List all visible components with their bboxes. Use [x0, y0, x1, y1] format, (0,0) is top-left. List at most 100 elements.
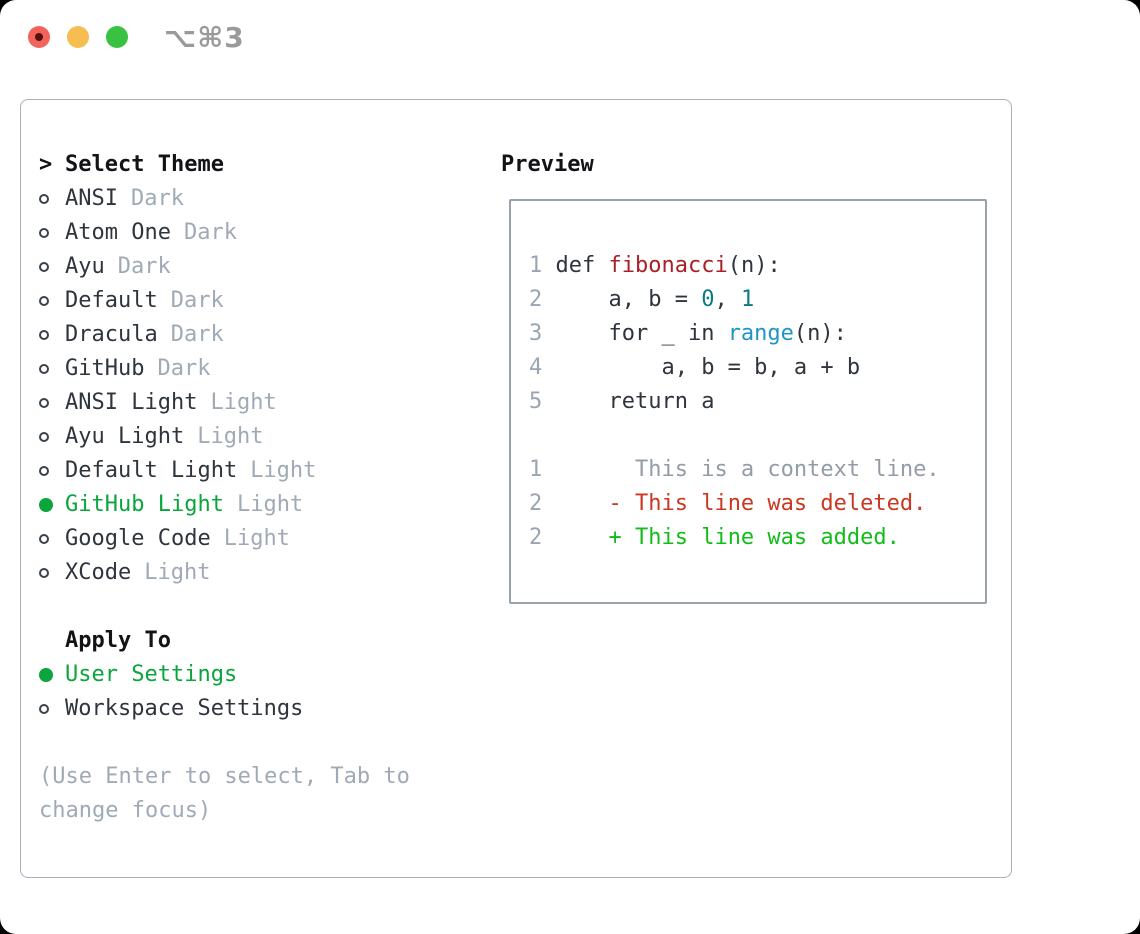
- theme-name: XCode: [65, 560, 132, 585]
- line-number: 3: [529, 321, 543, 346]
- select-theme-title: Select Theme: [65, 152, 224, 177]
- line-number: 4: [529, 355, 543, 380]
- theme-name: GitHub: [65, 356, 145, 381]
- theme-option[interactable]: Dracula Dark: [39, 318, 479, 352]
- theme-variant-label: Dark: [170, 288, 224, 313]
- theme-name: Default Light: [65, 458, 238, 483]
- theme-option[interactable]: XCode Light: [39, 556, 479, 590]
- radio-icon: [39, 556, 65, 590]
- minimize-button[interactable]: [67, 26, 89, 48]
- apply-to-label: Workspace Settings: [65, 696, 304, 721]
- apply-to-option[interactable]: User Settings: [39, 658, 479, 692]
- radio-icon: [39, 420, 65, 454]
- code-content: + This line was added.: [556, 525, 900, 550]
- theme-option[interactable]: Default Light Light: [39, 454, 479, 488]
- theme-name: ANSI: [65, 186, 118, 211]
- code-segment: (n):: [793, 321, 847, 346]
- theme-variant-label: Light: [210, 390, 277, 415]
- radio-icon: [39, 216, 65, 250]
- radio-icon: [39, 182, 65, 216]
- theme-name: Atom One: [65, 220, 171, 245]
- maximize-button[interactable]: [106, 26, 128, 48]
- code-segment: - This line was deleted.: [608, 491, 927, 516]
- apply-to-option[interactable]: Workspace Settings: [39, 692, 479, 726]
- spacer: [39, 590, 479, 624]
- code-segment: a, b = b, a + b: [555, 355, 861, 380]
- close-button[interactable]: [28, 26, 50, 48]
- theme-variant-label: Light: [250, 458, 317, 483]
- code-line: 2 a, b = 0, 1: [529, 283, 985, 317]
- code-segment: + This line was added.: [608, 525, 900, 550]
- preview-title: Preview: [501, 152, 594, 177]
- apply-to-label: User Settings: [65, 662, 238, 687]
- code-segment: return a: [555, 389, 715, 414]
- code-content: a, b = 0, 1: [556, 287, 754, 312]
- theme-name: Ayu Light: [65, 424, 185, 449]
- radio-icon: [39, 352, 65, 386]
- radio-icon: [39, 488, 65, 522]
- code-segment: [556, 525, 609, 550]
- code-segment: [556, 491, 609, 516]
- line-number: 2: [529, 287, 543, 312]
- code-line: [529, 419, 985, 453]
- theme-variant-label: Dark: [170, 322, 224, 347]
- code-content: for _ in range(n):: [555, 321, 847, 346]
- line-number: 1: [529, 253, 543, 278]
- theme-option[interactable]: GitHub Dark: [39, 352, 479, 386]
- code-content: return a: [555, 389, 715, 414]
- radio-icon: [39, 692, 65, 726]
- hint-text-line2: change focus): [39, 798, 212, 823]
- radio-icon: [39, 658, 65, 692]
- focus-caret-icon: >: [39, 152, 53, 177]
- code-content: def fibonacci(n):: [556, 253, 781, 278]
- code-content: a, b = b, a + b: [555, 355, 861, 380]
- code-line: 1 def fibonacci(n):: [529, 249, 985, 283]
- theme-variant-label: Dark: [157, 356, 211, 381]
- code-line: 2 - This line was deleted.: [529, 487, 985, 521]
- theme-variant-label: Dark: [117, 254, 171, 279]
- theme-option[interactable]: ANSI Light Light: [39, 386, 479, 420]
- radio-icon: [39, 318, 65, 352]
- code-segment: ,: [714, 287, 741, 312]
- line-number: 5: [529, 389, 543, 414]
- line-number: 2: [529, 491, 543, 516]
- theme-variant-label: Light: [223, 526, 290, 551]
- radio-icon: [39, 250, 65, 284]
- code-line: 1 This is a context line.: [529, 453, 985, 487]
- apply-to-header: Apply To: [39, 624, 479, 658]
- code-line: 4 a, b = b, a + b: [529, 351, 985, 385]
- radio-icon: [39, 522, 65, 556]
- code-segment: for _ in: [555, 321, 728, 346]
- code-content: - This line was deleted.: [556, 491, 927, 516]
- line-number: 2: [529, 525, 543, 550]
- select-theme-header: > Select Theme: [39, 148, 479, 182]
- code-line: 3 for _ in range(n):: [529, 317, 985, 351]
- code-line: 2 + This line was added.: [529, 521, 985, 555]
- apply-to-list: User Settings Workspace Settings: [39, 658, 479, 726]
- theme-name: GitHub Light: [65, 492, 224, 517]
- code-segment: fibonacci: [608, 253, 728, 278]
- hint-text-line1: (Use Enter to select, Tab to: [39, 764, 410, 789]
- code-segment: def: [555, 253, 609, 278]
- code-segment: (n):: [727, 253, 781, 278]
- radio-icon: [39, 454, 65, 488]
- code-segment: This is a context line.: [555, 457, 940, 482]
- window-title-shortcut: ⌥⌘3: [164, 21, 245, 54]
- theme-name: Dracula: [65, 322, 158, 347]
- theme-variant-label: Light: [144, 560, 211, 585]
- theme-name: ANSI Light: [65, 390, 198, 415]
- radio-icon: [39, 284, 65, 318]
